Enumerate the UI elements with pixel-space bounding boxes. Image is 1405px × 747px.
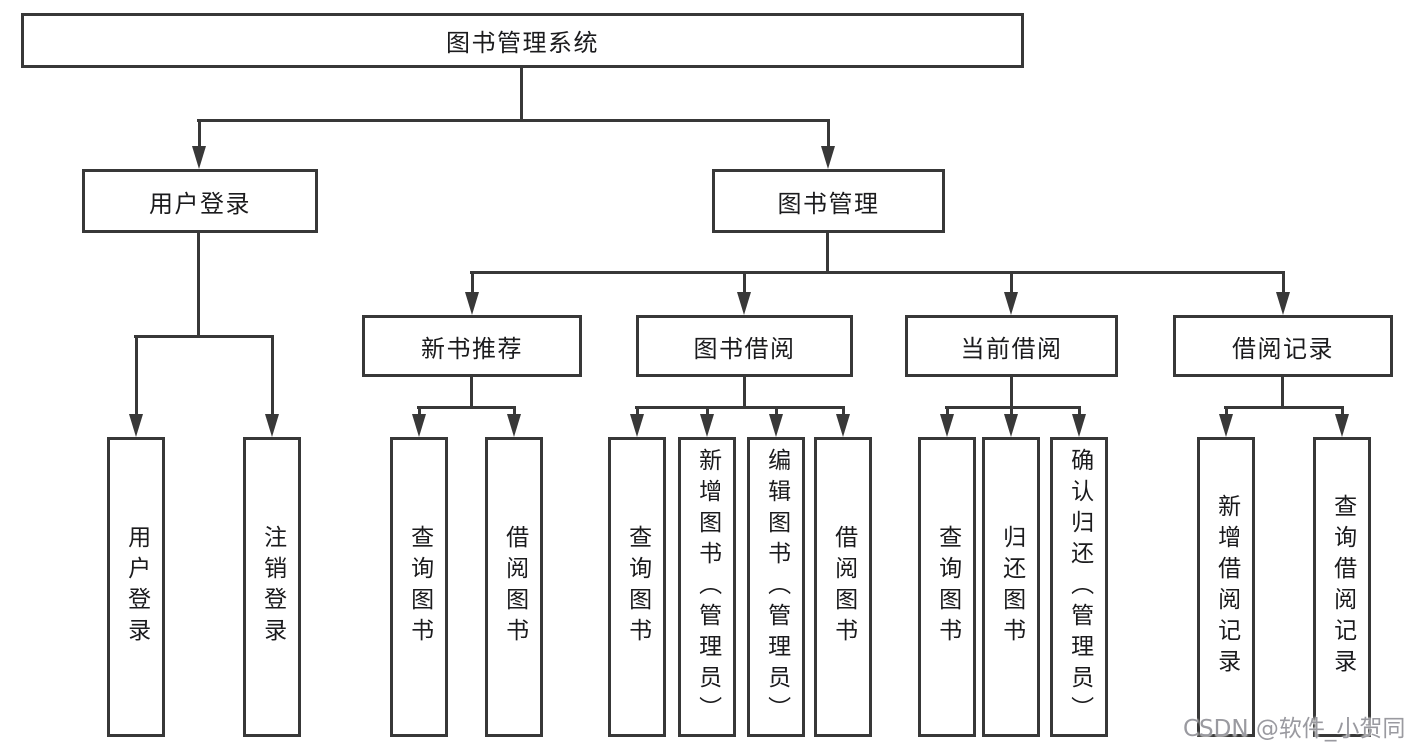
leaf-confirm-return-admin: 确认归还（管理员） bbox=[1050, 437, 1108, 737]
arrow-stem bbox=[1077, 406, 1081, 419]
leaf-edit-books-admin: 编辑图书（管理员） bbox=[747, 437, 805, 737]
node-borrowing-records: 借阅记录 bbox=[1173, 315, 1393, 377]
connector-line bbox=[470, 271, 1285, 274]
leaf-query-books-2: 查询图书 bbox=[608, 437, 666, 737]
arrow-down-icon bbox=[412, 414, 426, 437]
leaf-user-login: 用户登录 bbox=[107, 437, 165, 737]
arrow-stem bbox=[417, 406, 421, 419]
watermark: CSDN @软件_小贺同学 bbox=[1183, 716, 1405, 742]
arrow-stem bbox=[1009, 271, 1013, 297]
arrow-stem bbox=[1009, 406, 1013, 419]
node-current-borrowing: 当前借阅 bbox=[905, 315, 1118, 377]
node-book-management: 图书管理 bbox=[712, 169, 945, 233]
arrow-stem bbox=[1224, 406, 1228, 419]
connector-line bbox=[945, 406, 1081, 409]
arrow-stem bbox=[1340, 406, 1344, 419]
arrow-down-icon bbox=[821, 146, 835, 169]
connector-line bbox=[1224, 406, 1344, 409]
arrow-stem bbox=[945, 406, 949, 419]
connector-line bbox=[134, 335, 274, 338]
arrow-stem bbox=[841, 406, 845, 419]
arrow-stem bbox=[1281, 271, 1285, 297]
connector-line bbox=[470, 377, 473, 409]
arrow-down-icon bbox=[737, 292, 751, 315]
arrow-down-icon bbox=[1335, 414, 1349, 437]
node-new-book-recommend: 新书推荐 bbox=[362, 315, 582, 377]
connector-line bbox=[635, 406, 845, 409]
arrow-stem bbox=[635, 406, 639, 419]
arrow-stem bbox=[270, 335, 274, 419]
connector-line bbox=[197, 119, 830, 122]
leaf-add-borrow-record: 新增借阅记录 bbox=[1197, 437, 1255, 737]
leaf-query-books-3: 查询图书 bbox=[918, 437, 976, 737]
arrow-stem bbox=[705, 406, 709, 419]
connector-line bbox=[520, 68, 523, 121]
connector-line bbox=[1281, 377, 1284, 409]
connector-line bbox=[1010, 377, 1013, 409]
arrow-down-icon bbox=[1219, 414, 1233, 437]
leaf-borrow-books-2: 借阅图书 bbox=[814, 437, 872, 737]
arrow-down-icon bbox=[940, 414, 954, 437]
connector-line bbox=[417, 406, 516, 409]
arrow-down-icon bbox=[836, 414, 850, 437]
arrow-stem bbox=[470, 271, 474, 297]
arrow-stem bbox=[826, 119, 830, 151]
leaf-borrow-books-1: 借阅图书 bbox=[485, 437, 543, 737]
arrow-stem bbox=[134, 335, 138, 419]
arrow-down-icon bbox=[1072, 414, 1086, 437]
arrow-down-icon bbox=[465, 292, 479, 315]
node-library-management-system: 图书管理系统 bbox=[21, 13, 1024, 68]
leaf-logout: 注销登录 bbox=[243, 437, 301, 737]
node-user-login: 用户登录 bbox=[82, 169, 318, 233]
arrow-stem bbox=[197, 119, 201, 151]
arrow-down-icon bbox=[630, 414, 644, 437]
arrow-down-icon bbox=[265, 414, 279, 437]
leaf-return-books: 归还图书 bbox=[982, 437, 1040, 737]
arrow-stem bbox=[774, 406, 778, 419]
arrow-down-icon bbox=[192, 146, 206, 169]
arrow-down-icon bbox=[700, 414, 714, 437]
arrow-down-icon bbox=[1004, 414, 1018, 437]
leaf-query-borrow-record: 查询借阅记录 bbox=[1313, 437, 1371, 737]
arrow-down-icon bbox=[1276, 292, 1290, 315]
arrow-down-icon bbox=[1004, 292, 1018, 315]
node-book-borrowing: 图书借阅 bbox=[636, 315, 853, 377]
connector-line bbox=[826, 233, 829, 274]
arrow-stem bbox=[512, 406, 516, 419]
arrow-stem bbox=[742, 271, 746, 297]
arrow-down-icon bbox=[507, 414, 521, 437]
leaf-query-books-1: 查询图书 bbox=[390, 437, 448, 737]
arrow-down-icon bbox=[769, 414, 783, 437]
leaf-add-books-admin: 新增图书（管理员） bbox=[678, 437, 736, 737]
connector-line bbox=[743, 377, 746, 409]
arrow-down-icon bbox=[129, 414, 143, 437]
connector-line bbox=[197, 233, 200, 338]
